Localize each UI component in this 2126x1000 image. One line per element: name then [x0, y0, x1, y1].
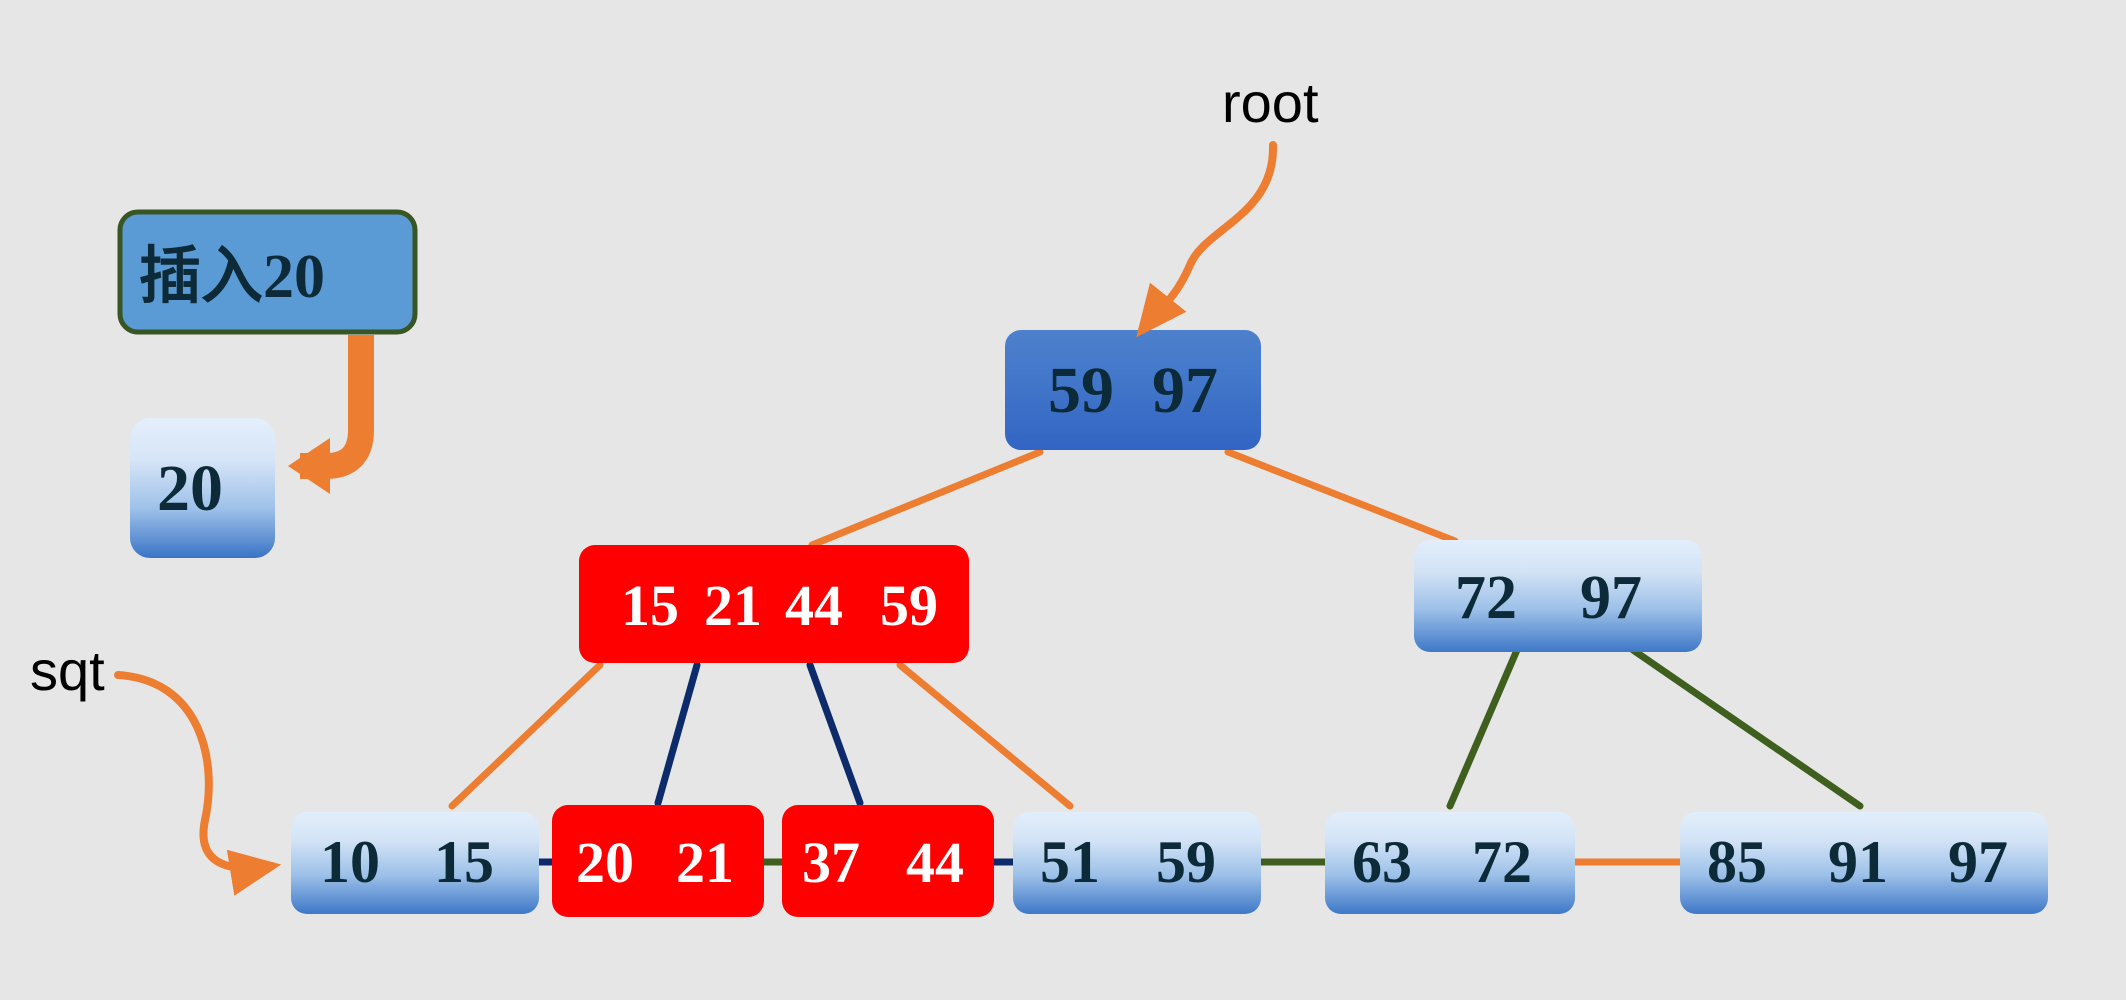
node-leaf-6[interactable]: 85 91 97 — [1680, 812, 2048, 914]
edge-inner-right-to-leaf-6 — [1629, 646, 1864, 810]
node-leaf-1[interactable]: 10 15 — [291, 812, 539, 914]
annotation-root-pointer: root — [1136, 71, 1319, 338]
insert-arrow-shaft — [300, 335, 374, 479]
insert-callout-label: 插入20 — [139, 243, 325, 311]
node-leaf-4-key-1: 59 — [1156, 829, 1216, 895]
node-root-key-0: 59 — [1048, 354, 1114, 427]
node-leaf-2-key-1: 21 — [676, 830, 734, 895]
node-leaf-4-key-0: 51 — [1040, 829, 1100, 895]
edge-inner-left-to-leaf-2 — [654, 661, 701, 807]
node-inner-left-key-3: 59 — [880, 573, 938, 638]
annotation-sqt-pointer: sqt — [30, 639, 282, 896]
sqt-pointer-arrow — [114, 671, 282, 896]
node-leaf-6-key-2: 97 — [1948, 829, 2008, 895]
node-inner-right-key-0: 72 — [1455, 564, 1517, 632]
insert-flow-arrow — [288, 335, 374, 494]
insert-callout-box[interactable]: 插入20 — [117, 209, 418, 335]
node-pending-key[interactable]: 20 — [130, 418, 275, 558]
node-root-key-1: 97 — [1152, 354, 1218, 427]
node-leaf-3-key-1: 44 — [906, 830, 964, 895]
edge-inner-right-to-leaf-5 — [1446, 646, 1521, 810]
root-label: root — [1222, 71, 1319, 134]
node-inner-left-key-2: 44 — [785, 573, 843, 638]
node-leaf-3-key-0: 37 — [802, 830, 860, 895]
insert-arrow-head — [288, 438, 330, 494]
node-leaf-5-key-0: 63 — [1352, 829, 1412, 895]
node-leaf-2[interactable]: 20 21 — [552, 805, 764, 917]
node-inner-left[interactable]: 15 21 44 59 — [579, 545, 969, 663]
root-pointer-arrow — [1136, 141, 1278, 338]
sqt-label: sqt — [30, 639, 105, 702]
edge-inner-left-to-leaf-1 — [448, 661, 604, 810]
node-leaf-3[interactable]: 37 44 — [782, 805, 994, 917]
node-root[interactable]: 59 97 — [1005, 330, 1261, 450]
pending-key-value: 20 — [157, 452, 223, 525]
node-leaf-5-key-1: 72 — [1472, 829, 1532, 895]
node-inner-right-key-1: 97 — [1580, 564, 1642, 632]
edge-root-to-inner-right — [1224, 448, 1459, 545]
edge-root-to-inner-left — [808, 448, 1044, 549]
node-leaf-5[interactable]: 63 72 — [1325, 812, 1575, 914]
node-inner-left-key-0: 15 — [621, 573, 679, 638]
edge-inner-left-to-leaf-4 — [896, 661, 1074, 810]
node-leaf-1-key-0: 10 — [320, 829, 380, 895]
node-leaf-1-key-1: 15 — [434, 829, 494, 895]
node-leaf-2-key-0: 20 — [576, 830, 634, 895]
node-leaf-4[interactable]: 51 59 — [1013, 812, 1261, 914]
node-leaf-6-key-1: 91 — [1828, 829, 1888, 895]
node-inner-right[interactable]: 72 97 — [1414, 540, 1702, 652]
node-leaf-6-key-0: 85 — [1707, 829, 1767, 895]
node-inner-left-key-1: 21 — [704, 573, 762, 638]
tree-edges — [448, 448, 1864, 866]
edge-inner-left-to-leaf-3 — [806, 661, 864, 807]
